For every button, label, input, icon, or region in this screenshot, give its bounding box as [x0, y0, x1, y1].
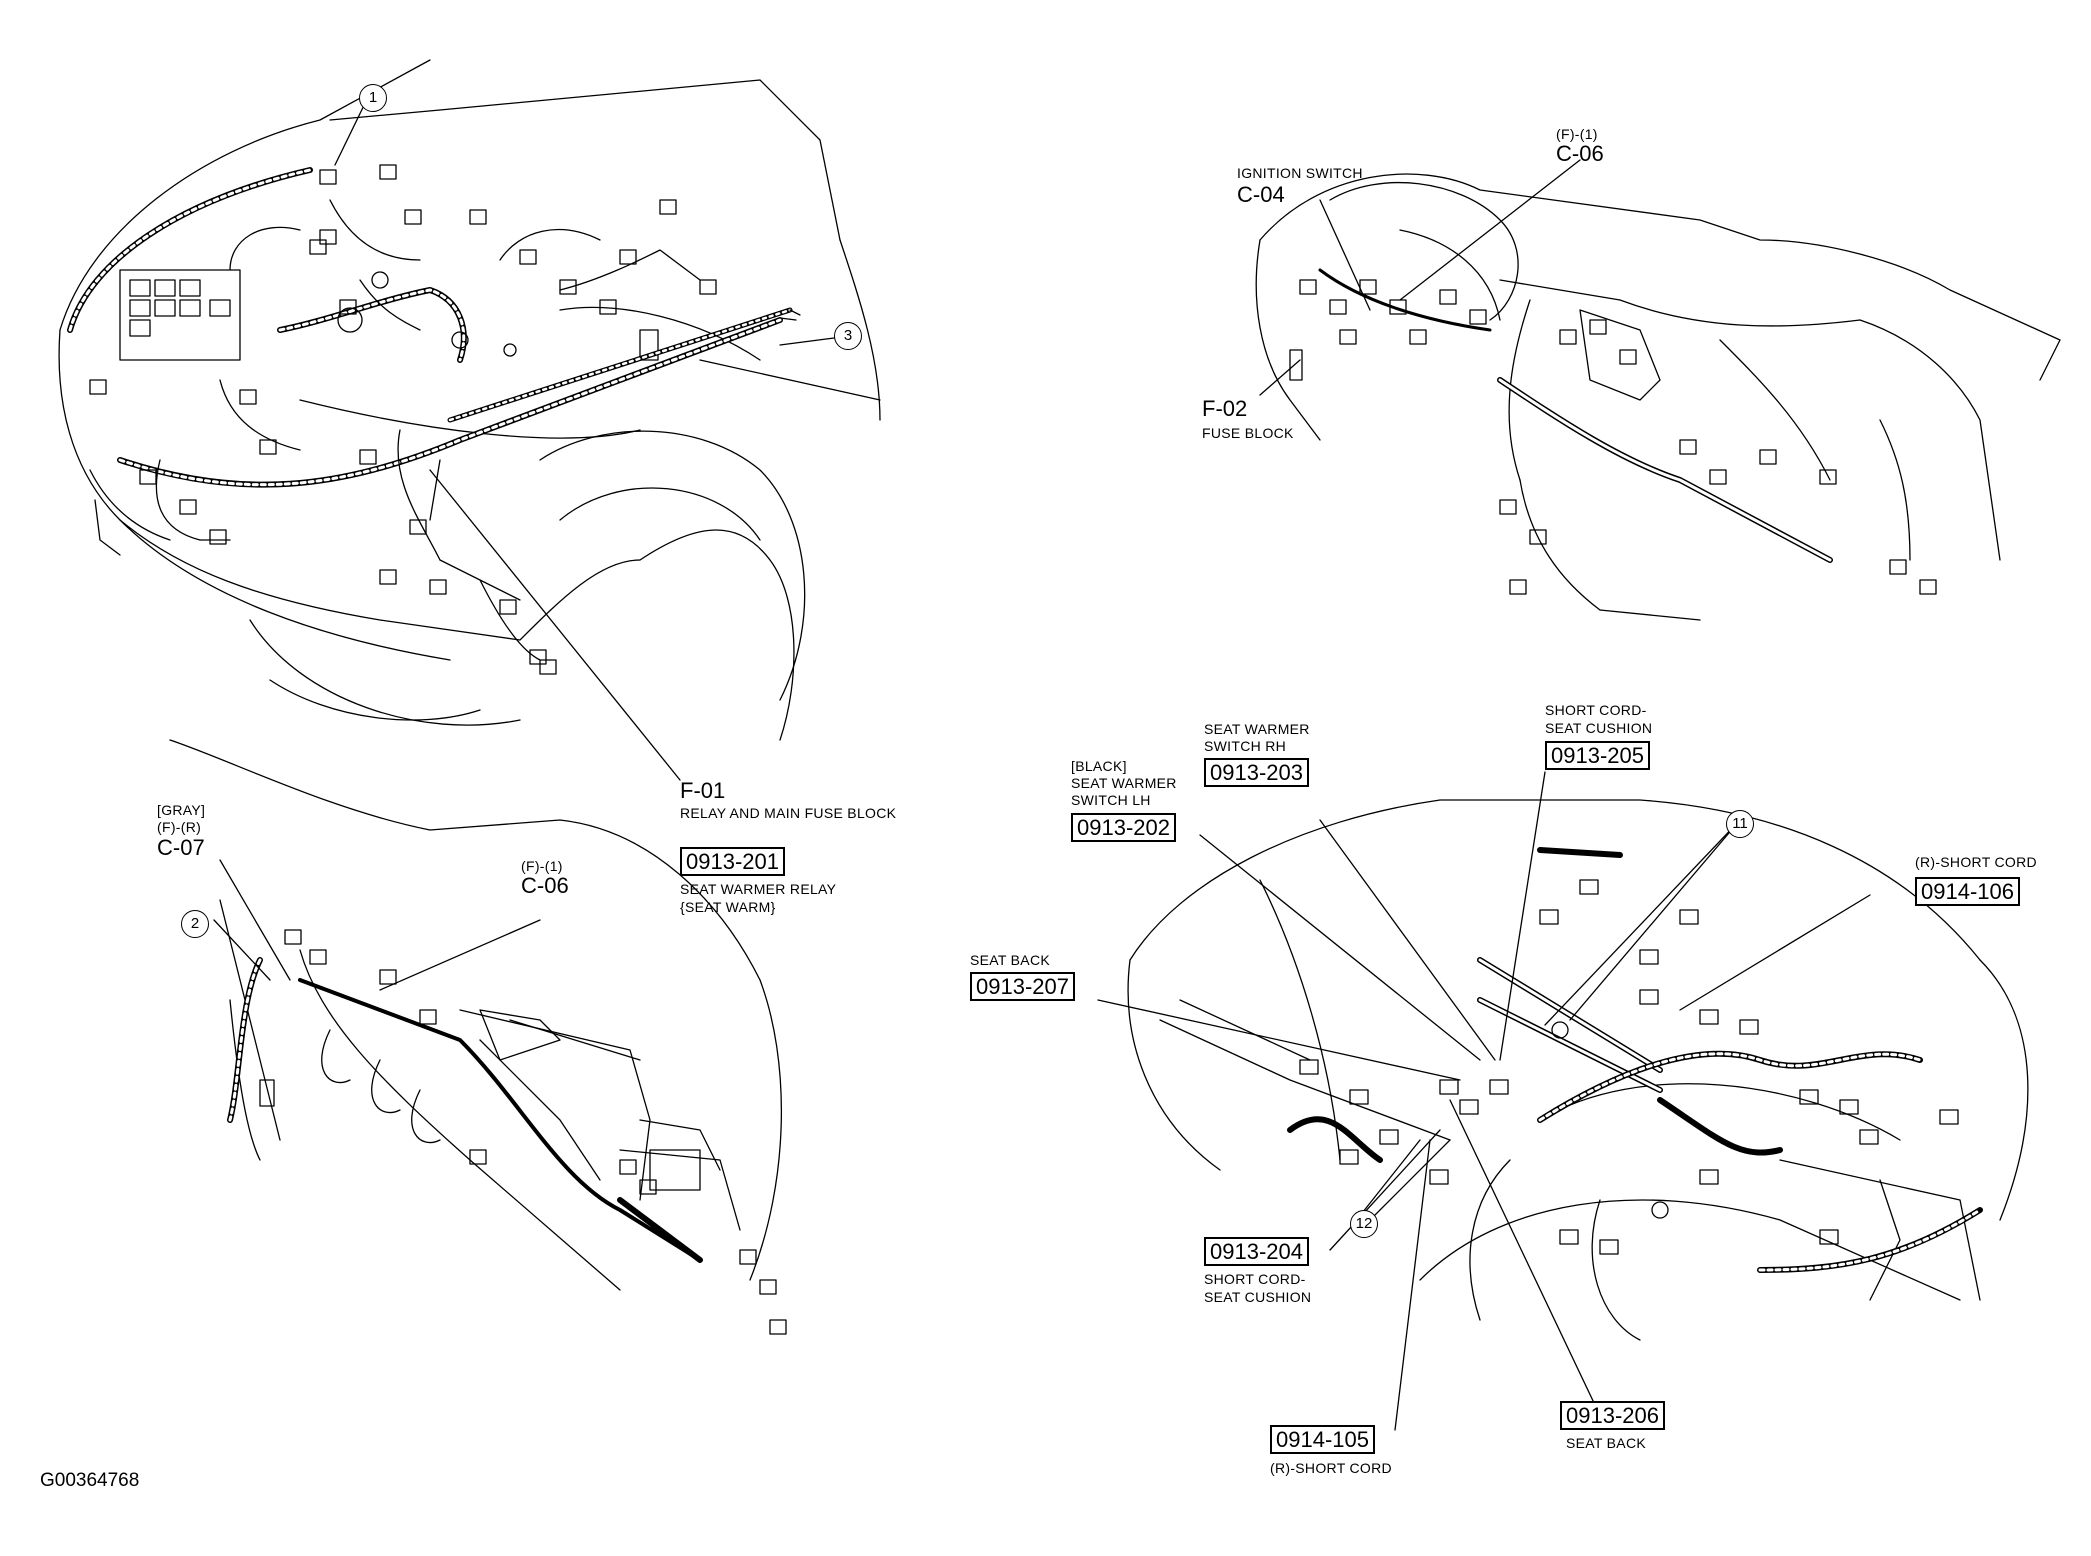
seat-warmer-relay-code: 0913-201: [680, 847, 785, 876]
rear-short-cord-right-code: 0914-106: [1915, 877, 2020, 906]
ignition-switch-caption: IGNITION SWITCH: [1237, 165, 1363, 181]
seat-back-left-code: 0913-207: [970, 972, 1075, 1001]
rear-body-view: [1097, 771, 2029, 1431]
callout-3: 3: [834, 322, 862, 350]
c06-dash-code: C-06: [1556, 141, 1604, 166]
seat-warmer-relay-caption: SEAT WARMER RELAY: [680, 881, 837, 897]
f01-caption: RELAY AND MAIN FUSE BLOCK: [680, 805, 897, 821]
c07-prefix: (F)-(R): [157, 819, 202, 835]
switch-lh-code: 0913-202: [1071, 813, 1176, 842]
switch-rh-caption-2: SWITCH RH: [1204, 738, 1287, 754]
short-cord-seat-cushion-bottom-caption-1: SHORT CORD-: [1204, 1271, 1306, 1287]
rear-short-cord-right-caption: (R)-SHORT CORD: [1915, 854, 2037, 870]
short-cord-seat-cushion-top-caption-1: SHORT CORD-: [1545, 702, 1647, 718]
short-cord-seat-cushion-top-code: 0913-205: [1545, 741, 1650, 770]
seat-back-left-caption: SEAT BACK: [970, 952, 1050, 968]
switch-rh-code: 0913-203: [1204, 758, 1309, 787]
c06-dash-prefix: (F)-(1): [1556, 126, 1598, 142]
rear-short-cord-left-code: 0914-105: [1270, 1425, 1375, 1454]
switch-lh-color: [BLACK]: [1071, 758, 1127, 774]
c06-driver-prefix: (F)-(1): [521, 858, 563, 874]
switch-rh-caption-1: SEAT WARMER: [1204, 721, 1310, 737]
seat-warmer-relay-caption-2: {SEAT WARM}: [680, 899, 776, 915]
callout-2: 2: [181, 910, 209, 938]
c07-color: [GRAY]: [157, 802, 206, 818]
f01-code: F-01: [680, 778, 726, 803]
rear-short-cord-left-caption: (R)-SHORT CORD: [1270, 1460, 1392, 1476]
f02-caption: FUSE BLOCK: [1202, 425, 1294, 441]
callout-12: 12: [1350, 1210, 1378, 1238]
f02-code: F-02: [1202, 396, 1248, 421]
short-cord-seat-cushion-bottom-code: 0913-204: [1204, 1237, 1309, 1266]
callout-1: 1: [359, 84, 387, 112]
driver-area-view: [169, 739, 787, 1335]
seat-back-right-code: 0913-206: [1560, 1401, 1665, 1430]
ignition-switch-code: C-04: [1237, 182, 1285, 207]
short-cord-seat-cushion-bottom-caption-2: SEAT CUSHION: [1204, 1289, 1312, 1305]
c07-code: C-07: [157, 835, 205, 860]
seat-back-right-caption: SEAT BACK: [1566, 1435, 1646, 1451]
c06-driver-code: C-06: [521, 873, 569, 898]
dashboard-view: [1255, 159, 2061, 621]
short-cord-seat-cushion-top-caption-2: SEAT CUSHION: [1545, 720, 1653, 736]
callout-11: 11: [1726, 810, 1754, 838]
switch-lh-caption-2: SWITCH LH: [1071, 792, 1151, 808]
switch-lh-caption-1: SEAT WARMER: [1071, 775, 1177, 791]
engine-bay-view: [58, 59, 881, 781]
figure-id: G00364768: [40, 1470, 140, 1491]
